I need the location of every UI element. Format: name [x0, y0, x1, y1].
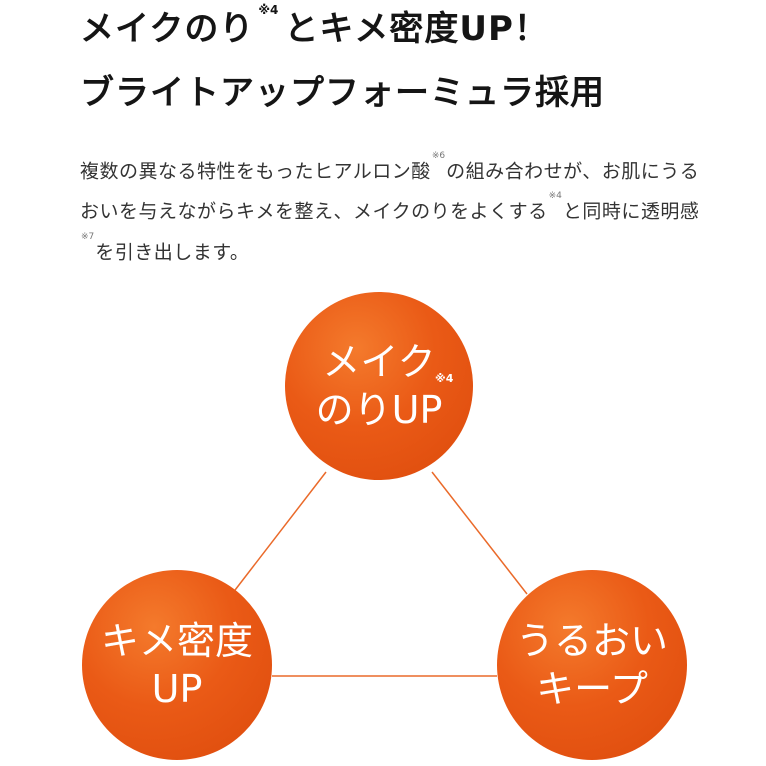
headline-text-b: とキメ密度UP！: [284, 9, 549, 49]
connector-top-right: [431, 471, 528, 595]
description-part-1: 複数の異なる特性をもったヒアルロン酸: [80, 160, 431, 183]
connector-top-left: [231, 471, 327, 595]
description-part-4: を引き出します。: [95, 240, 250, 263]
description-part-3: と同時に透明感: [562, 200, 700, 223]
description-footnote-7: ※7: [81, 231, 95, 242]
headline-line-2: ブライトアップフォーミュラ採用: [80, 73, 605, 113]
feature-circle-moisture: うるおい キープ: [497, 570, 687, 760]
description-footnote-6: ※6: [431, 151, 446, 161]
feature-moisture-line-1: うるおい: [515, 619, 668, 663]
feature-circle-makeup: メイク のりUP ※4: [285, 292, 473, 480]
feature-makeup-line-1: メイク: [322, 340, 436, 384]
headline-footnote-mark: ※4: [258, 3, 279, 17]
feature-moisture-line-2: キープ: [536, 667, 648, 711]
description-footnote-4: ※4: [548, 191, 562, 202]
feature-makeup-line-2: のりUP: [315, 388, 443, 432]
feature-texture-line-1: キメ密度: [100, 619, 253, 663]
headline-text-a: メイクのり: [80, 9, 255, 49]
feature-makeup-footnote-mark: ※4: [435, 372, 454, 385]
description-part-2: の組み合わせが、お肌にうるおいを与えながらキメを整え、メイクのりをよくする: [80, 160, 700, 223]
headline-line-1: メイクのり※4 とキメ密度UP！: [80, 4, 549, 49]
description-paragraph: 複数の異なる特性をもったヒアルロン酸※6の組み合わせが、お肌にうるおいを与えなが…: [80, 150, 700, 271]
feature-texture-line-2: UP: [151, 667, 203, 711]
feature-circle-texture: キメ密度 UP: [82, 570, 272, 760]
